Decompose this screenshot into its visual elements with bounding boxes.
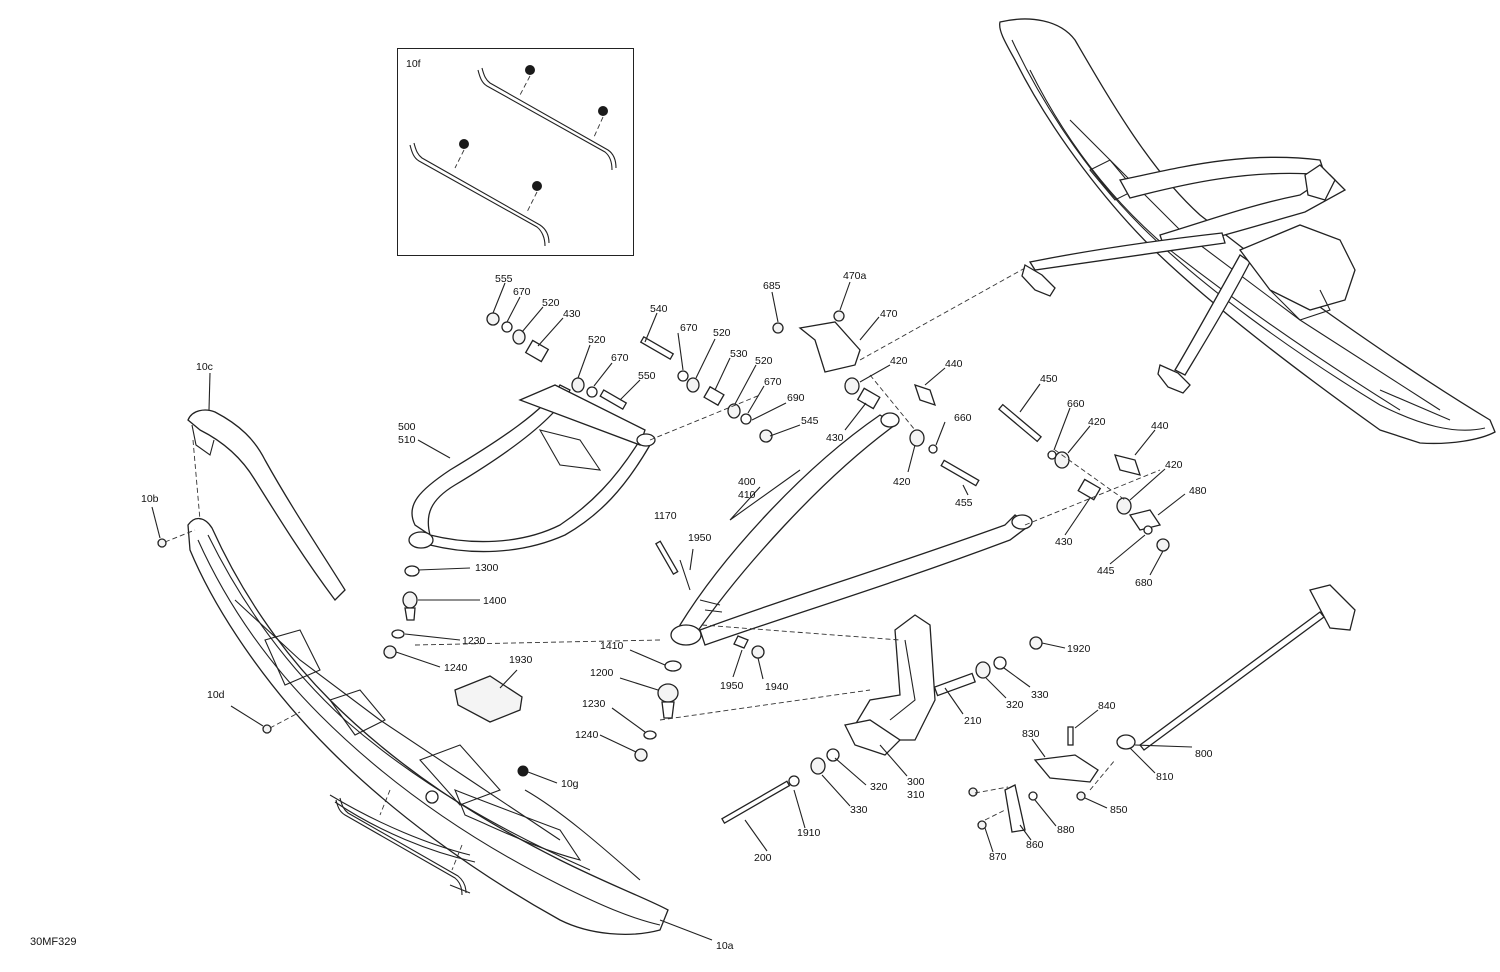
- label-420: 420: [893, 476, 911, 488]
- label-670: 670: [764, 376, 782, 388]
- label-680: 680: [1135, 577, 1153, 589]
- label-1400: 1400: [483, 595, 507, 607]
- label-470a: 470a: [843, 270, 867, 282]
- label-830: 830: [1022, 728, 1040, 740]
- label-430: 430: [826, 432, 844, 444]
- label-660: 660: [1067, 398, 1085, 410]
- label-450: 450: [1040, 373, 1058, 385]
- label-330: 330: [1031, 689, 1049, 701]
- label-555: 555: [495, 273, 513, 285]
- label-1200: 1200: [590, 667, 614, 679]
- label-550: 550: [638, 370, 656, 382]
- label-10a: 10a: [716, 940, 734, 952]
- label-300: 300: [907, 776, 925, 788]
- left-ski-assembly: [187, 409, 669, 935]
- label-1230: 1230: [462, 635, 486, 647]
- label-1910: 1910: [797, 827, 821, 839]
- label-200: 200: [754, 852, 772, 864]
- label-1170: 1170: [654, 510, 677, 522]
- label-1940: 1940: [765, 681, 789, 693]
- label-440: 440: [1151, 420, 1169, 432]
- label-440: 440: [945, 358, 963, 370]
- label-320: 320: [1006, 699, 1024, 711]
- label-520: 520: [588, 334, 606, 346]
- label-1410: 1410: [600, 640, 624, 652]
- label-530: 530: [730, 348, 748, 360]
- label-850: 850: [1110, 804, 1128, 816]
- label-520: 520: [542, 297, 560, 309]
- label-1300: 1300: [475, 562, 499, 574]
- label-10g: 10g: [561, 778, 579, 790]
- left-carbide-runner: [335, 789, 467, 896]
- upper-a-arm: [408, 384, 656, 553]
- label-510: 510: [398, 434, 416, 446]
- label-420: 420: [1088, 416, 1106, 428]
- label-420: 420: [890, 355, 908, 367]
- label-430: 430: [563, 308, 581, 320]
- label-210: 210: [964, 715, 982, 727]
- label-1240: 1240: [575, 729, 599, 741]
- label-540: 540: [650, 303, 668, 315]
- label-685: 685: [763, 280, 781, 292]
- figure-id: 30MF329: [30, 936, 77, 948]
- label-1930: 1930: [509, 654, 533, 666]
- label-400: 400: [738, 476, 756, 488]
- tie-rod: [1116, 584, 1356, 751]
- label-1950: 1950: [688, 532, 712, 544]
- label-430: 430: [1055, 536, 1073, 548]
- label-800: 800: [1195, 748, 1213, 760]
- label-1240: 1240: [444, 662, 468, 674]
- lower-a-arm: [670, 412, 1033, 646]
- label-1920: 1920: [1067, 643, 1091, 655]
- label-660: 660: [954, 412, 972, 424]
- label-470: 470: [880, 308, 898, 320]
- leader-lines: [151, 281, 1193, 941]
- label-10b: 10b: [141, 493, 159, 505]
- label-10d: 10d: [207, 689, 225, 701]
- label-670: 670: [680, 322, 698, 334]
- label-10f: 10f: [406, 58, 421, 70]
- label-880: 880: [1057, 824, 1075, 836]
- label-480: 480: [1189, 485, 1207, 497]
- label-670: 670: [611, 352, 629, 364]
- label-810: 810: [1156, 771, 1174, 783]
- right-ski-assembly: [999, 18, 1496, 445]
- inset-frame: [397, 48, 634, 256]
- label-10c: 10c: [196, 361, 213, 373]
- label-420: 420: [1165, 459, 1183, 471]
- spindle: [844, 614, 936, 756]
- label-520: 520: [713, 327, 731, 339]
- label-1950: 1950: [720, 680, 744, 692]
- label-860: 860: [1026, 839, 1044, 851]
- label-870: 870: [989, 851, 1007, 863]
- label-670: 670: [513, 286, 531, 298]
- label-410: 410: [738, 489, 756, 501]
- label-320: 320: [870, 781, 888, 793]
- assembly-lines: [164, 267, 1161, 821]
- inset-carbide-runners: [409, 65, 617, 247]
- label-840: 840: [1098, 700, 1116, 712]
- label-545: 545: [801, 415, 819, 427]
- label-455: 455: [955, 497, 973, 509]
- label-500: 500: [398, 421, 416, 433]
- label-445: 445: [1097, 565, 1115, 577]
- label-330: 330: [850, 804, 868, 816]
- label-520: 520: [755, 355, 773, 367]
- hardware-parts: [157, 310, 1170, 833]
- label-690: 690: [787, 392, 805, 404]
- label-1230: 1230: [582, 698, 606, 710]
- label-310: 310: [907, 789, 925, 801]
